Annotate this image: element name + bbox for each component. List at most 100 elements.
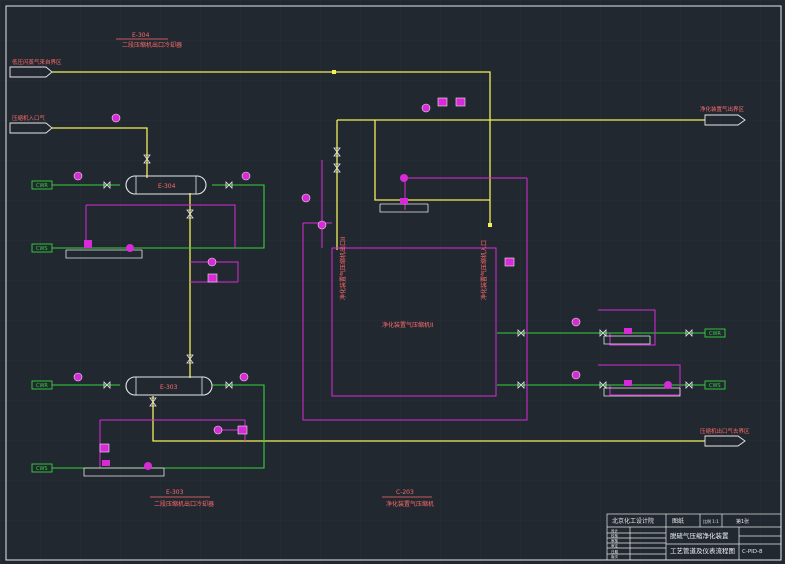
cw-connector-4: CWS [36,466,48,472]
title-stamp: 图纸 [672,517,684,525]
inlet-mid-line [52,127,148,178]
instrument-box-6[interactable] [504,257,515,267]
title-row-4: 审定 [611,543,619,548]
process-lines [52,71,705,442]
e303-tag: E-303 [166,489,184,496]
cv-9[interactable] [664,381,672,389]
equipment-labels: E-304 二段压缩机出口冷却器 E-303 二段压缩机出口冷却器 C-203 … [116,32,488,508]
title-scale: 比例 1:1 [703,518,719,524]
title-row-5: 日期 [611,549,619,554]
valve-8[interactable] [149,397,157,407]
valve-4[interactable] [225,381,233,389]
e303-desc: 二段压缩机出口冷却器 [154,500,214,508]
instrument-box-5[interactable] [455,97,466,107]
loop-line [374,120,490,201]
markers [332,70,492,227]
c203-tag: C-203 [396,489,414,496]
cw-connector-5: CWR [709,331,721,337]
cv-4[interactable] [400,198,408,204]
e304-desc: 二段压缩机出口冷却器 [122,41,182,49]
cv-1[interactable] [84,240,92,248]
valve-9[interactable] [517,329,525,337]
exchanger-e303-shell [125,376,213,396]
instrument-pi-1[interactable] [111,113,121,123]
cv-7[interactable] [624,328,632,334]
valve-16[interactable] [333,163,341,173]
valve-13[interactable] [685,329,693,337]
exchanger-e304: E-304 [125,175,207,195]
cw-connector-6: CWS [709,383,721,389]
e304-tag: E-304 [132,32,150,39]
instrument-ti-5[interactable] [301,193,311,203]
instrument-ti-3[interactable] [73,372,83,382]
valve-15[interactable] [333,147,341,157]
cw-line-2 [52,184,265,249]
instrument-pi-2[interactable] [207,257,217,267]
drawing-frame [5,5,782,561]
cv-8[interactable] [624,380,632,386]
title-company: 北京化工设计院 [612,517,654,525]
instrument-ti-4[interactable] [239,372,249,382]
instrument-ti-2[interactable] [241,171,251,181]
stream-out-top-arrow [704,114,746,126]
stream-out-bottom-label: 压缩机出口气去界区 [700,427,750,435]
stream-out-bottom-arrow [704,435,746,447]
stream-in-mid-label: 压缩机入口气 [12,114,46,122]
valve-5[interactable] [143,154,151,164]
valve-2[interactable] [225,181,233,189]
title-sheet: 第1张 [736,518,749,525]
valve-10[interactable] [517,381,525,389]
title-block-text: 北京化工设计院 图纸 比例 1:1 第1张 脱硫气压缩净化装置 工艺管道及仪表流… [611,517,763,559]
title-row-2: 校核 [611,533,619,538]
cv-3[interactable] [400,174,408,182]
cw-connectors: CWR CWS CWR CWS CWR CWS [31,180,726,473]
stream-out-top-label: 净化装置气出界区 [700,105,745,113]
instrument-pi-5[interactable] [317,220,327,230]
instrument-pi-3[interactable] [213,425,223,435]
outer-loop [302,178,528,421]
instrument-ti-1[interactable] [73,171,83,181]
valves [103,147,693,407]
instrument-box-1[interactable] [207,273,218,283]
instrument-pi-4[interactable] [421,103,431,113]
valve-6[interactable] [186,209,194,219]
title-drawing-no: C-PID-8 [742,549,763,555]
stream-in-top-label: 低压闪蒸气来自界区 [12,58,62,66]
exchanger-e303: E-303 [125,376,213,396]
valve-11[interactable] [599,329,607,337]
title-row-6: 版次 [611,554,619,559]
left-vertical-label: 净化装置气压缩机出口II [339,236,347,300]
valve-14[interactable] [685,381,693,389]
valve-7[interactable] [186,354,194,364]
control-valves [84,174,672,470]
stream-labels: 低压闪蒸气来自界区 压缩机入口气 净化装置气出界区 压缩机出口气去界区 [9,58,750,447]
main-unit-label: 净化装置气压缩机II [382,321,434,329]
title-row-3: 审核 [611,538,619,543]
cw-connector-1: CWR [36,183,48,189]
cv-5[interactable] [102,460,110,466]
right-vertical-label: 净化装置气压缩机入口 [480,240,488,300]
exchanger-e303-inline-tag: E-303 [160,384,178,391]
instruments [73,97,581,453]
cooling-lines [52,184,705,469]
loop-e304-low [190,261,239,282]
exchanger-e304-shell [125,175,207,195]
exchanger-e304-inline-tag: E-304 [158,183,176,190]
valve-3[interactable] [103,381,111,389]
instrument-box-4[interactable] [437,97,448,107]
cv-6[interactable] [144,462,152,470]
inlet-top-line [52,71,491,225]
title-row-1: 设计 [611,528,619,533]
cv-2[interactable] [126,244,134,252]
valve-1[interactable] [103,181,111,189]
right-loop-1 [598,309,656,346]
cw-connector-3: CWR [36,383,48,389]
valve-12[interactable] [599,381,607,389]
instrument-box-2[interactable] [237,425,248,435]
instrument-ti-7[interactable] [571,370,581,380]
instrument-box-3[interactable] [99,443,110,453]
title-drawing: 工艺管道及仪表流程图 [670,546,735,555]
stream-in-top-arrow [9,66,53,78]
instrument-ti-6[interactable] [571,317,581,327]
